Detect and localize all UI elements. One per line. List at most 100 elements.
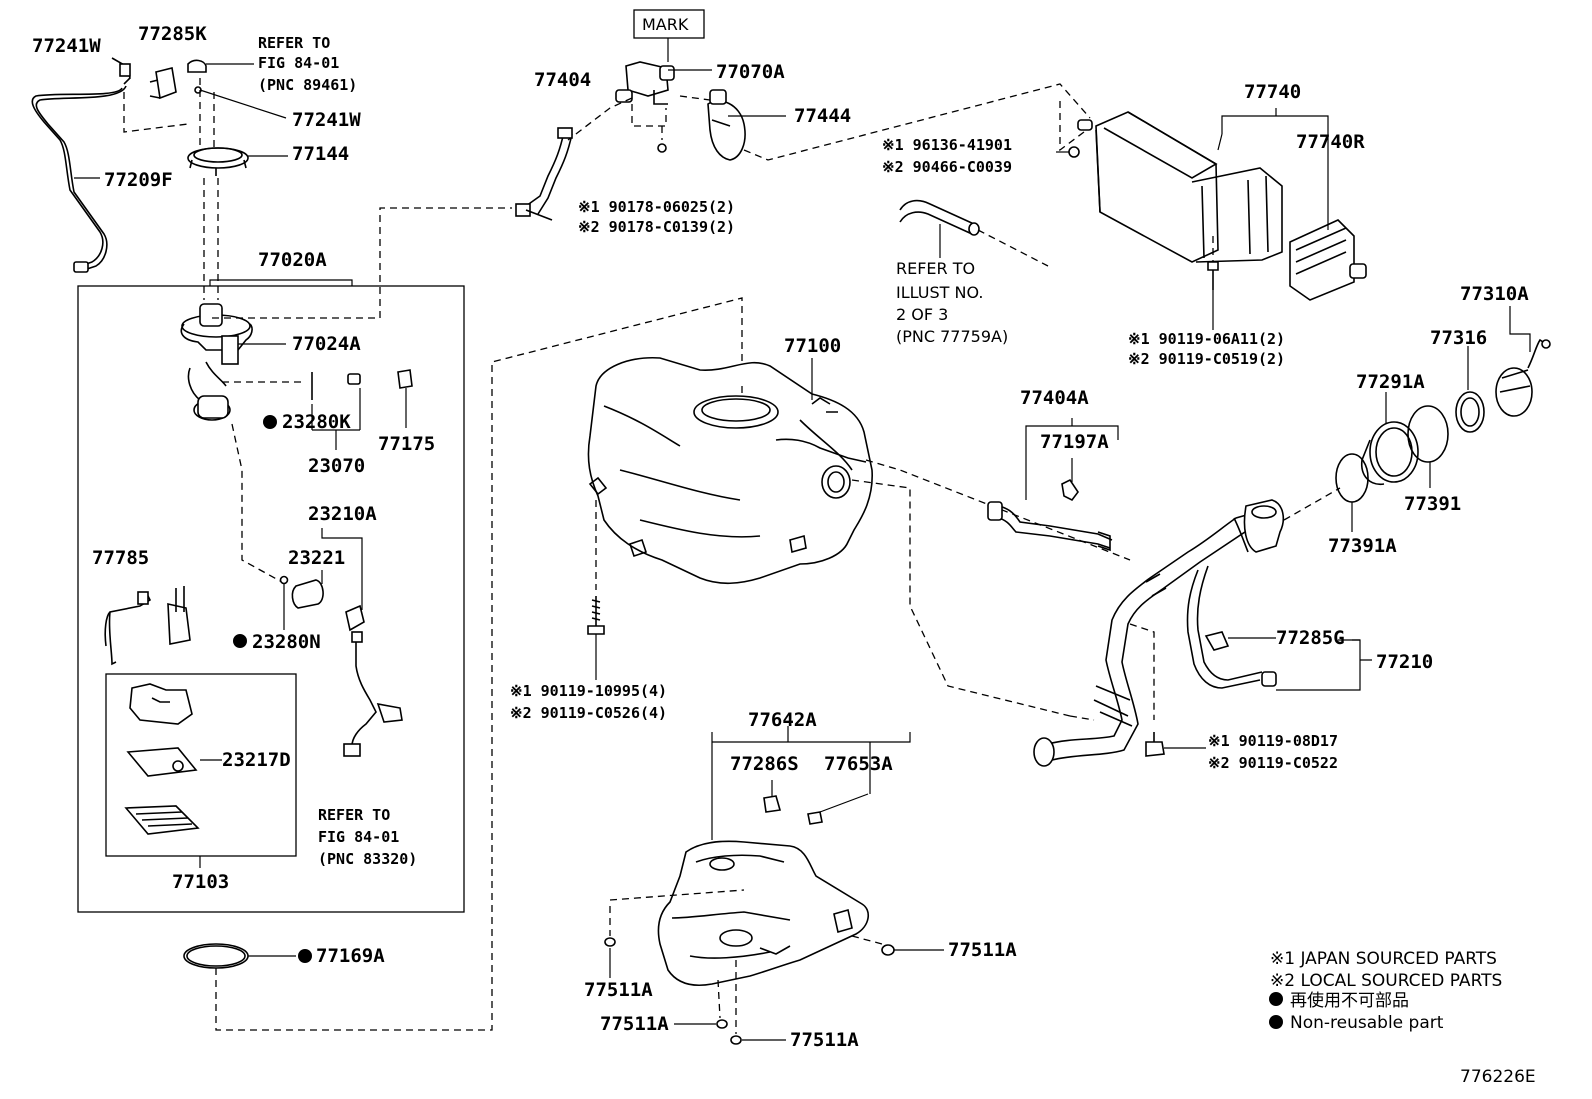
label-77285K: 77285K [138, 23, 207, 45]
legend-japan-sourced: ※1 JAPAN SOURCED PARTS [1270, 949, 1497, 969]
label-77404: 77404 [534, 69, 591, 91]
non-reusable-dot-23280N [233, 634, 247, 648]
assembly-box-77020A [77, 285, 465, 913]
part-filter-mesh [124, 805, 200, 835]
part-77024A-pump-module [180, 303, 253, 421]
label-90119-C0522: ※2 90119-C0522 [1208, 754, 1338, 772]
label-mark: MARK [642, 15, 689, 34]
legend-dot-1 [1269, 992, 1283, 1006]
part-77444-valve [707, 89, 746, 161]
part-77391-gasket [1407, 405, 1449, 463]
label-77197A: 77197A [1040, 431, 1109, 453]
part-23070-clip [311, 373, 361, 450]
part-77653A-tape [807, 811, 823, 825]
label-77785: 77785 [92, 547, 149, 569]
label-77511A-a: 77511A [584, 979, 653, 1001]
part-77511A-clip-b [881, 944, 895, 956]
label-refer-illust-2: ILLUST NO. [896, 283, 983, 302]
label-90119-08D17: ※1 90119-08D17 [1208, 732, 1338, 750]
part-77740R-filter [1289, 219, 1367, 301]
label-90119-06A11: ※1 90119-06A11(2) [1128, 330, 1285, 348]
part-bolt-08D17 [1145, 732, 1165, 757]
label-90178-06025: ※1 90178-06025(2) [578, 198, 735, 216]
label-77070A: 77070A [716, 61, 785, 83]
label-77169A: 77169A [316, 945, 385, 967]
label-77316: 77316 [1430, 327, 1487, 349]
label-refer-fig2-1: REFER TO [318, 806, 390, 824]
diagram-id: 776226E [1460, 1067, 1536, 1087]
label-23280N: 23280N [252, 631, 321, 653]
label-77740: 77740 [1244, 81, 1301, 103]
label-77291A: 77291A [1356, 371, 1425, 393]
assembly-box-77103 [105, 673, 297, 857]
label-77653A: 77653A [824, 753, 893, 775]
part-refer-fig-connector [187, 59, 207, 94]
part-77511A-clip-c [716, 1019, 728, 1029]
part-77785-harness [104, 591, 152, 666]
part-23217D-filter [126, 747, 198, 777]
part-77209F-tube [31, 85, 127, 273]
legend-non-reusable-en: Non-reusable part [1290, 1013, 1444, 1033]
label-77391A: 77391A [1328, 535, 1397, 557]
part-bolt-10995 [587, 596, 605, 680]
label-refer-fig-3: (PNC 89461) [258, 76, 357, 94]
part-77511A-clip-a [604, 937, 616, 947]
label-90119-C0526: ※2 90119-C0526(4) [510, 704, 667, 722]
label-77144: 77144 [292, 143, 349, 165]
label-96136-41901: ※1 96136-41901 [882, 136, 1012, 154]
part-23221-filter [291, 570, 324, 609]
label-77286S: 77286S [730, 753, 799, 775]
part-23210A-sender [321, 528, 403, 757]
legend-dot-2 [1269, 1015, 1283, 1029]
label-77209F: 77209F [104, 169, 173, 191]
legend-non-reusable-jp: 再使用不可部品 [1290, 990, 1409, 1011]
part-77285K-bracket [149, 67, 177, 100]
label-77024A: 77024A [292, 333, 361, 355]
label-77404A: 77404A [1020, 387, 1089, 409]
label-90119-C0519: ※2 90119-C0519(2) [1128, 350, 1285, 368]
label-refer-fig-1: REFER TO [258, 34, 330, 52]
label-77100: 77100 [784, 335, 841, 357]
part-77285G-clip [1204, 631, 1230, 651]
part-23280N-oring [279, 575, 289, 630]
part-hose-ref-77759A [899, 199, 980, 236]
label-refer-illust-3: 2 OF 3 [896, 305, 948, 324]
part-77391A-gasket [1335, 453, 1369, 503]
part-77210-filler-pipe [1033, 499, 1285, 767]
label-77391: 77391 [1404, 493, 1461, 515]
part-77286S-nut [763, 795, 782, 813]
part-77291A-neck [1360, 421, 1419, 485]
label-90119-10995: ※1 90119-10995(4) [510, 682, 667, 700]
part-77100-fuel-tank [587, 357, 873, 585]
part-77144-retainer [187, 147, 249, 176]
label-90466-C0039: ※2 90466-C0039 [882, 158, 1012, 176]
part-bolt-06A11 [1207, 261, 1219, 330]
part-77316-ring [1455, 391, 1485, 433]
label-77210: 77210 [1376, 651, 1433, 673]
part-connector-bracket [167, 586, 191, 645]
label-refer-illust-4: (PNC 77759A) [896, 327, 1008, 346]
label-refer-illust-1: REFER TO [896, 259, 975, 278]
label-77310A: 77310A [1460, 283, 1529, 305]
label-77511A-c: 77511A [600, 1013, 669, 1035]
label-77740R: 77740R [1296, 131, 1365, 153]
part-77169A-gasket [183, 943, 249, 969]
label-77444: 77444 [794, 105, 851, 127]
mark-box [633, 9, 705, 39]
label-23221: 23221 [288, 547, 345, 569]
part-77740-bracket [1191, 167, 1283, 263]
non-reusable-dot-23280K [263, 415, 277, 429]
legend-local-sourced: ※2 LOCAL SOURCED PARTS [1270, 971, 1502, 991]
label-23280K: 23280K [282, 411, 351, 433]
label-77103: 77103 [172, 871, 229, 893]
part-77197A-clamp [1061, 478, 1079, 502]
label-77241W-b: 77241W [292, 109, 361, 131]
label-77511A-d: 77511A [790, 1029, 859, 1051]
label-77241W-a: 77241W [32, 35, 101, 57]
label-77511A-b: 77511A [948, 939, 1017, 961]
label-refer-fig-2: FIG 84-01 [258, 54, 339, 72]
part-77511A-clip-d [730, 1035, 742, 1045]
label-23210A: 23210A [308, 503, 377, 525]
